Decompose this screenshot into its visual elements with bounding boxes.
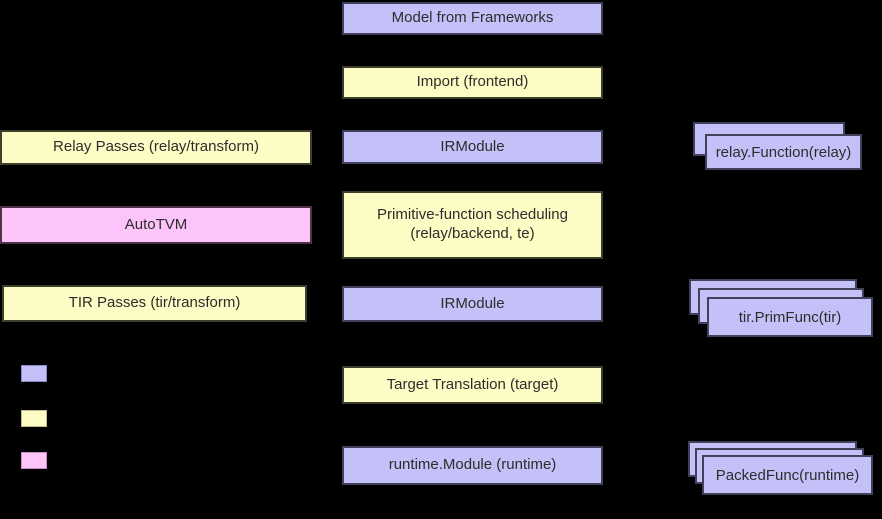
flow-box-label: Import (frontend): [416, 73, 529, 91]
flow-box-label: IRModule: [440, 294, 505, 312]
stack-layer-front: tir.PrimFunc(tir): [707, 297, 873, 337]
pass-box-label: Relay Passes (relay/transform): [53, 138, 259, 156]
legend-swatch-purple: [21, 365, 47, 382]
flow-box-label: Model from Frameworks: [391, 9, 554, 27]
flow-box-label: Target Translation (target): [386, 375, 559, 393]
stack-layer-front: relay.Function(relay): [705, 134, 862, 170]
flow-box-label-line1: Primitive-function scheduling: [377, 206, 568, 224]
flow-box-model-from-frameworks: Model from Frameworks: [342, 2, 603, 35]
pass-box-relay-passes: Relay Passes (relay/transform): [0, 130, 312, 165]
flow-box-irmodule-1: IRModule: [342, 130, 603, 164]
stack-layer-front: PackedFunc(runtime): [702, 455, 873, 495]
flow-box-target-translation: Target Translation (target): [342, 366, 603, 404]
pass-box-tir-passes: TIR Passes (tir/transform): [2, 285, 307, 322]
pass-box-autotvm: AutoTVM: [0, 206, 312, 244]
flow-box-primitive-function-scheduling: Primitive-function scheduling (relay/bac…: [342, 191, 603, 259]
artifact-label: PackedFunc(runtime): [715, 466, 860, 484]
flow-box-label-line2: (relay/backend, te): [410, 225, 535, 242]
flow-box-import-frontend: Import (frontend): [342, 66, 603, 99]
legend-swatch-pink: [21, 452, 47, 469]
pass-box-label: AutoTVM: [124, 215, 188, 233]
artifact-label: tir.PrimFunc(tir): [738, 308, 842, 326]
flow-box-irmodule-2: IRModule: [342, 286, 603, 322]
flow-box-label: runtime.Module (runtime): [388, 456, 557, 474]
legend-swatch-yellow: [21, 410, 47, 427]
pass-box-label: TIR Passes (tir/transform): [68, 294, 241, 312]
flow-box-runtime-module: runtime.Module (runtime): [342, 446, 603, 485]
flow-box-label: IRModule: [440, 137, 505, 155]
artifact-label: relay.Function(relay): [715, 143, 852, 161]
